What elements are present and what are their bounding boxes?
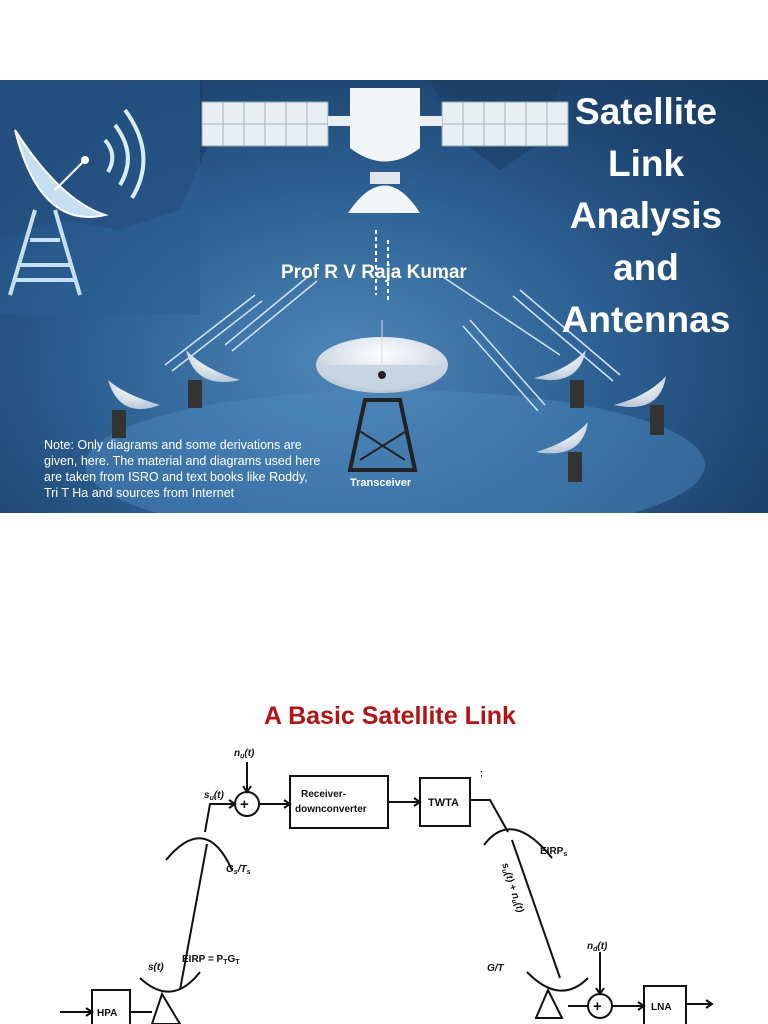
lna-block: [643, 985, 687, 1024]
satellite-transmit-antenna: [483, 828, 553, 859]
satellite-scene-illustration: [0, 80, 705, 513]
small-dish-icon: [108, 380, 160, 438]
small-dish-icon: [614, 376, 666, 435]
uplink-adder-symbol: +: [240, 796, 249, 813]
twta-label: TWTA: [428, 797, 459, 809]
author-name: Prof R V Raja Kumar: [281, 262, 467, 283]
earth-transmit-antenna: [139, 971, 201, 993]
earth-signal-label: s(t): [148, 962, 164, 973]
presentation-title: Satellite Link Analysis and Antennas: [548, 86, 744, 346]
twta-block: [419, 777, 471, 827]
hpa-block: [91, 989, 131, 1024]
svg-text:nd(t): nd(t): [587, 941, 608, 953]
small-dish-icon: [536, 422, 588, 482]
svg-text:su(t): su(t): [204, 790, 225, 802]
satellite-icon: [201, 88, 569, 213]
earth-gt-label: G/T: [487, 963, 505, 974]
satellite-link-block-diagram: nu(t) su(t) Receiver- downconverter TWTA…: [60, 748, 714, 1024]
svg-text:nu(t): nu(t): [234, 748, 255, 760]
svg-text:EIRP = PTGT: EIRP = PTGT: [182, 954, 240, 966]
transceiver-dish-icon: [316, 320, 448, 472]
signal-waves-icon: [103, 108, 146, 200]
small-dish-icon: [186, 350, 240, 408]
left-panel: [0, 80, 200, 315]
slide-title: A Basic Satellite Link: [264, 702, 516, 730]
ground-station-dish-icon: [8, 129, 109, 296]
uplink-downlink-arrows: [375, 230, 389, 300]
title-line: Antennas: [561, 299, 731, 340]
title-line: Link: [607, 143, 685, 184]
receiver-label: Receiver-: [301, 789, 346, 800]
title-line: Analysis: [569, 195, 723, 236]
title-line: and: [613, 247, 679, 288]
satellite-receive-antenna: [165, 837, 233, 871]
title-slide: Satellite Link Analysis and Antennas Pro…: [0, 80, 768, 513]
earth-receive-antenna: [526, 971, 589, 992]
downlink-adder-symbol: +: [593, 998, 602, 1015]
small-dish-icon: [534, 350, 586, 408]
receiver-label: downconverter: [295, 804, 367, 815]
source-note: Note: Only diagrams and some derivations…: [44, 438, 321, 500]
svg-text:Gs/Ts: Gs/Ts: [226, 864, 251, 876]
svg-text:EIRPs: EIRPs: [540, 846, 567, 858]
title-line: Satellite: [575, 91, 717, 132]
hpa-label: HPA: [97, 1008, 117, 1019]
stray-mark: ;: [480, 768, 483, 778]
lna-label: LNA: [651, 1002, 672, 1013]
transceiver-label: Transceiver: [350, 477, 412, 489]
link-lines: [164, 274, 621, 412]
ground-ellipse: [85, 390, 705, 513]
receiver-downconverter-block: [289, 775, 389, 829]
